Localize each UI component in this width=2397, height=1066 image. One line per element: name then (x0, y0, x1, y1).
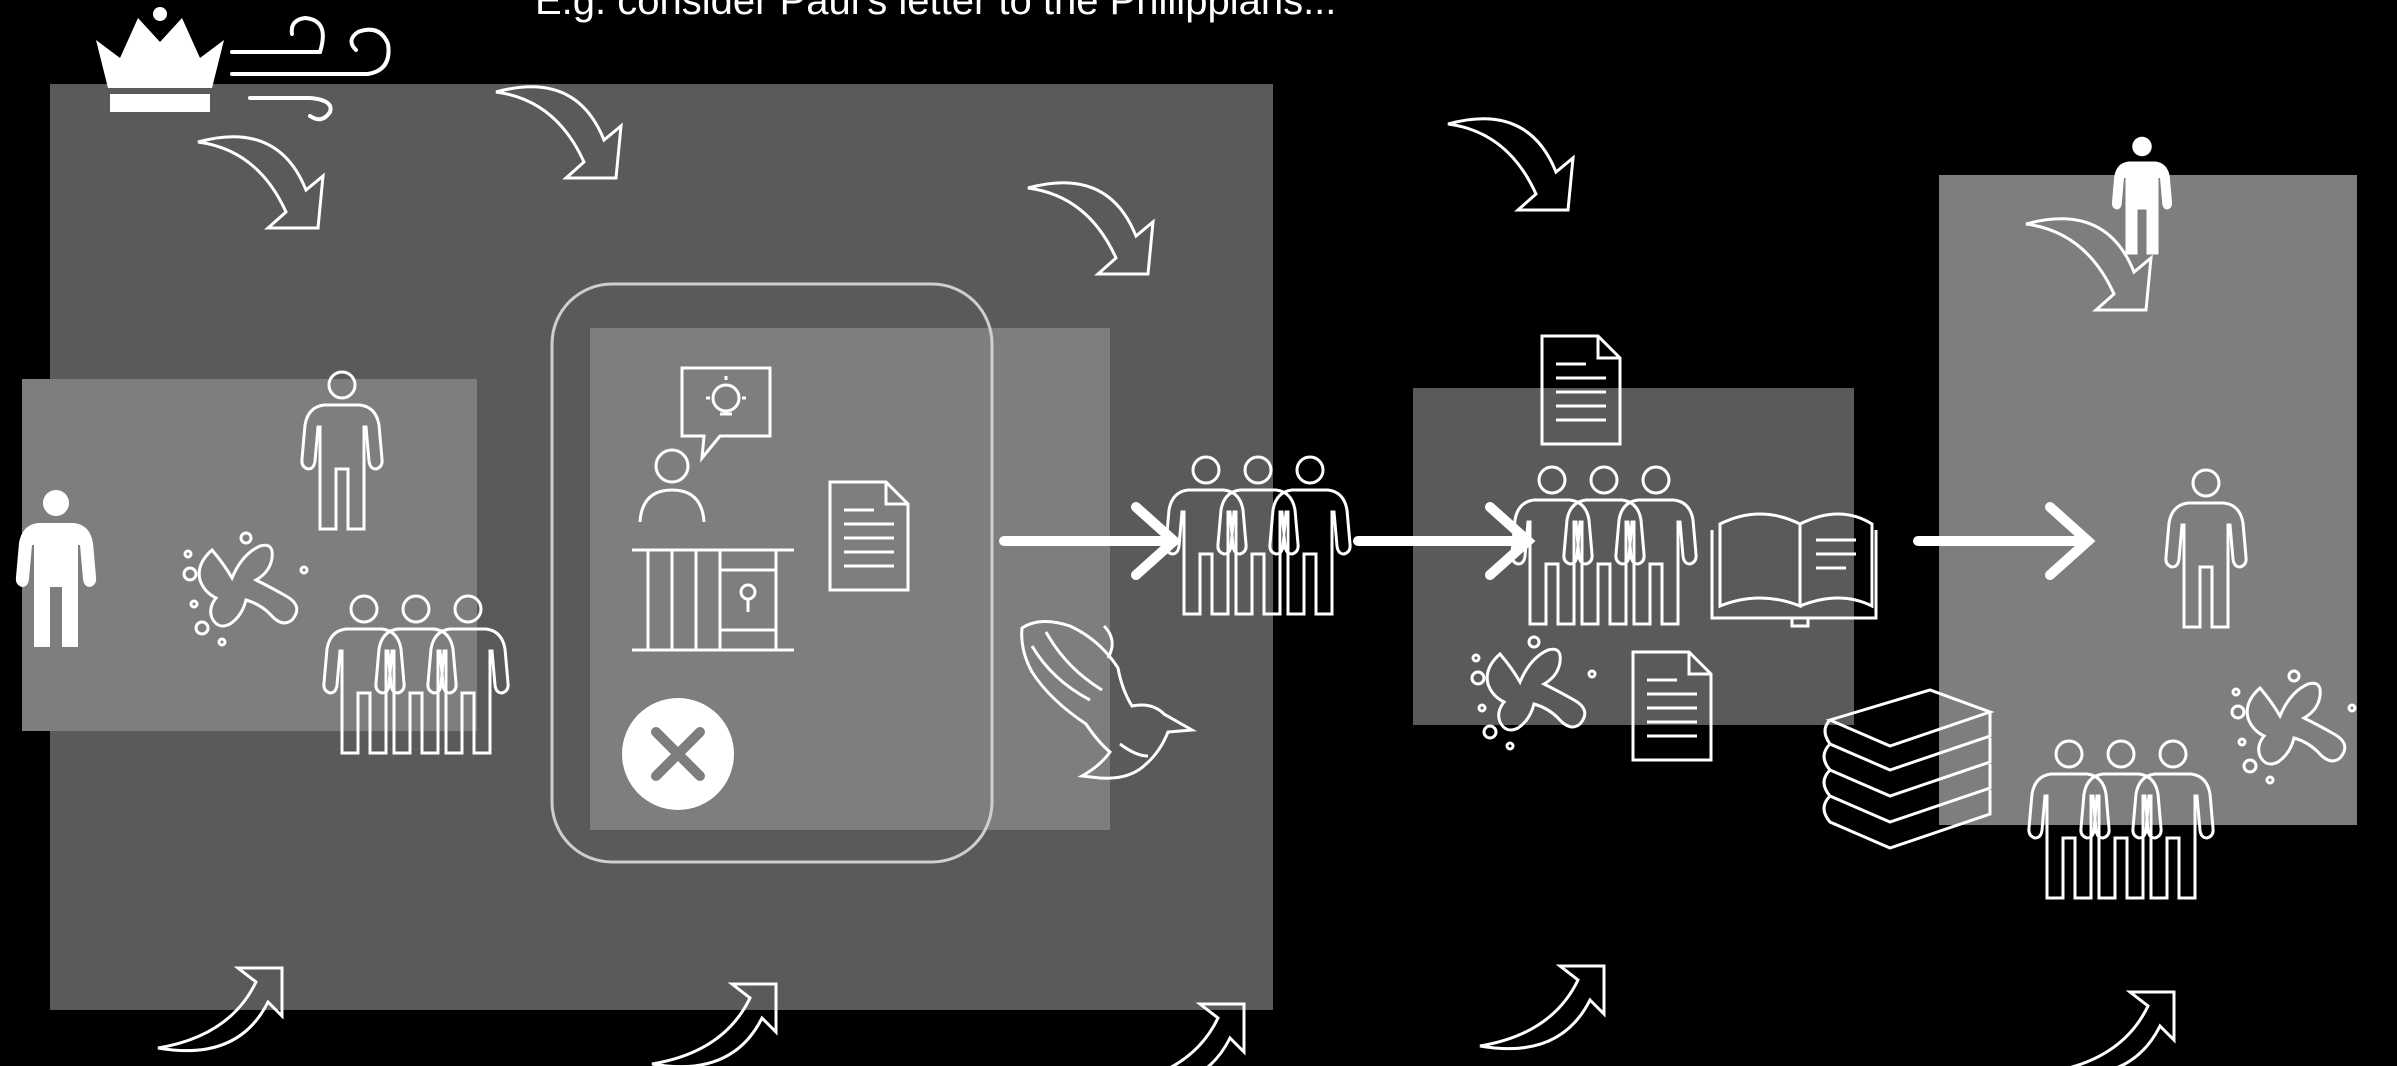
panel-prison-outline (550, 282, 994, 864)
curved-arrow-icon (1446, 117, 1575, 212)
open-book-icon (1710, 512, 1878, 628)
panel-left-inner (22, 379, 477, 731)
book-stack-icon (1822, 688, 1995, 850)
caption-text: E.g. consider Paul's letter to the Phili… (535, 0, 1336, 23)
close-circle-icon (622, 698, 734, 810)
curved-arrow-icon (1118, 1002, 1246, 1066)
curved-arrow-icon (2048, 990, 2176, 1066)
panel-right (1939, 175, 2357, 825)
prison-cell-icon (632, 448, 794, 652)
crown-icon (96, 7, 224, 112)
eagle-icon (1020, 620, 1197, 780)
wind-icon (230, 15, 391, 122)
curved-arrow-icon (1478, 964, 1606, 1051)
speech-bubble-idea-icon (680, 366, 772, 463)
